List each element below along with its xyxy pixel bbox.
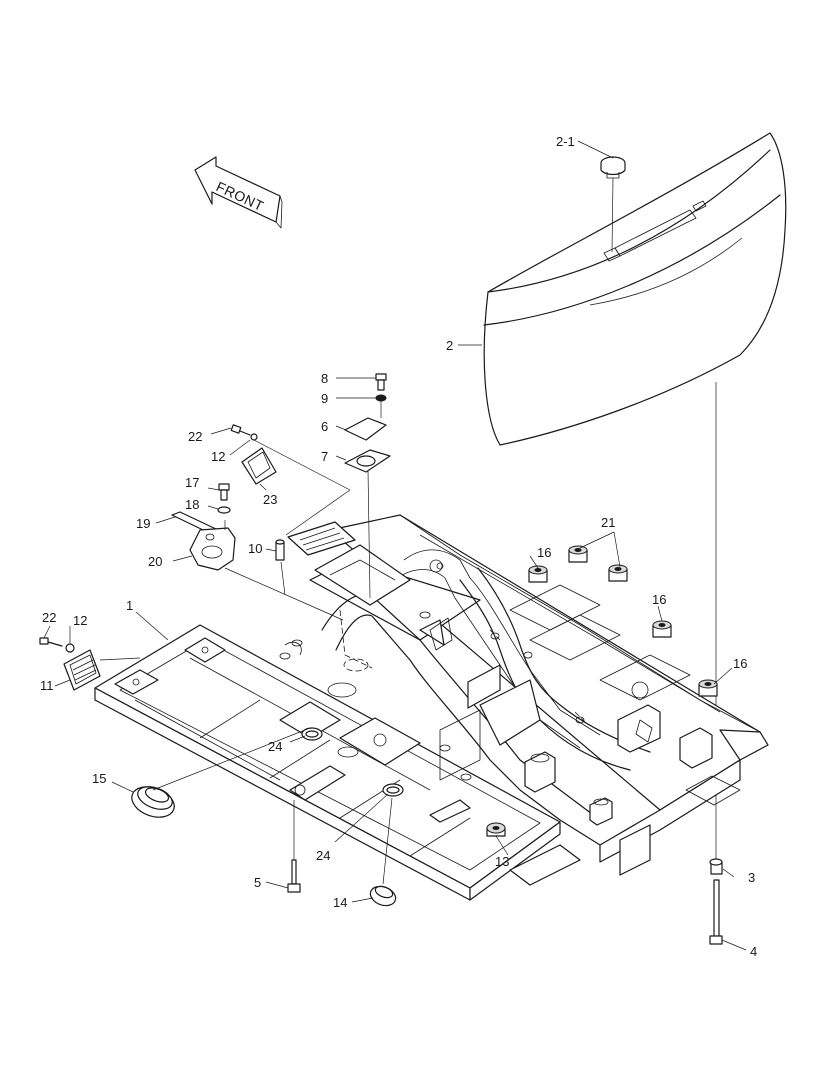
callout-6: 6 (321, 419, 328, 434)
callout-2-1: 2-1 (556, 134, 575, 149)
callout-15: 15 (92, 771, 106, 786)
callouts: 2-1 2 8 9 6 7 22 12 23 17 18 19 20 10 21… (40, 134, 757, 959)
grommet-14 (369, 885, 397, 907)
callout-1: 1 (126, 598, 133, 613)
callout-13: 13 (495, 854, 509, 869)
callout-12-left: 12 (73, 613, 87, 628)
leader-lines (43, 140, 747, 951)
callout-22-top: 22 (188, 429, 202, 444)
plate-stack (344, 373, 391, 599)
callout-17: 17 (185, 475, 199, 490)
upper-frame (309, 514, 769, 876)
callout-18: 18 (185, 497, 199, 512)
callout-19: 19 (136, 516, 150, 531)
callout-12-top: 12 (211, 449, 225, 464)
callout-4: 4 (750, 944, 757, 959)
callout-2: 2 (446, 338, 453, 353)
callout-8: 8 (321, 371, 328, 386)
plate-assembly-19-20 (171, 483, 344, 621)
grille-23 (241, 447, 277, 485)
callout-7: 7 (321, 449, 328, 464)
callout-5: 5 (254, 875, 261, 890)
bolt-4 (709, 879, 723, 945)
callout-3: 3 (748, 870, 755, 885)
pin-10 (275, 539, 286, 596)
counterweight-cap (600, 156, 626, 253)
rubber-mounts (528, 545, 718, 697)
callout-22-left: 22 (42, 610, 56, 625)
spacer-3 (709, 858, 723, 875)
front-arrow: FRONT (194, 156, 283, 229)
callout-14: 14 (333, 895, 347, 910)
callout-16-b: 16 (652, 592, 666, 607)
bolt-5 (287, 800, 301, 893)
callout-11: 11 (40, 678, 54, 693)
grommet-15 (131, 786, 175, 818)
hidden-lines (339, 609, 586, 723)
grille-11 (39, 637, 101, 691)
counterweight (483, 132, 787, 446)
callout-20: 20 (148, 554, 162, 569)
callout-10: 10 (248, 541, 262, 556)
rubber-13 (486, 822, 506, 837)
callout-24-b: 24 (316, 848, 330, 863)
step-tray (287, 521, 411, 606)
callout-16-a: 16 (537, 545, 551, 560)
callout-23: 23 (263, 492, 277, 507)
callout-9: 9 (321, 391, 328, 406)
bolt-22-top (230, 424, 258, 441)
callout-24-a: 24 (268, 739, 282, 754)
callout-21: 21 (601, 515, 615, 530)
grommets-24 (301, 727, 404, 797)
callout-16-c: 16 (733, 656, 747, 671)
